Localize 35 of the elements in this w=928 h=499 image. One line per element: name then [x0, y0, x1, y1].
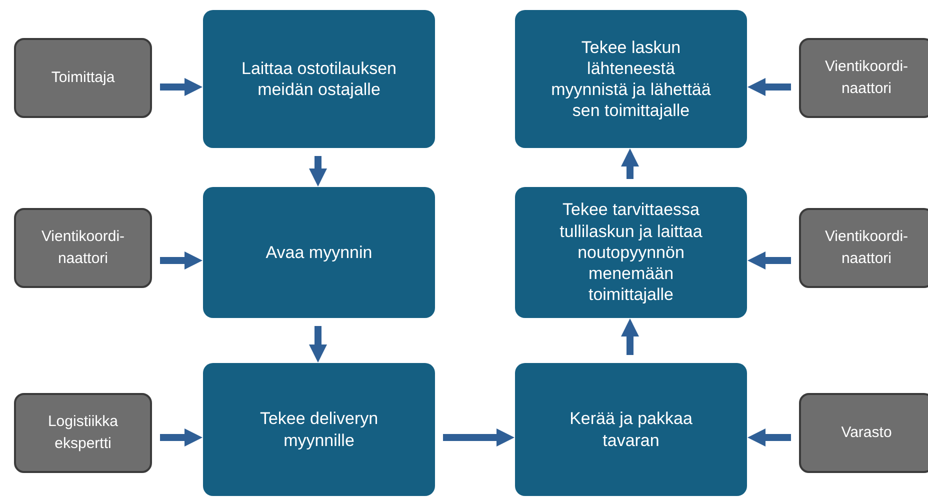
- process-box: [203, 187, 435, 318]
- arrow: [620, 318, 640, 355]
- arrow: [160, 78, 203, 96]
- role-label: Vientikoordi- naattori: [824, 57, 910, 99]
- arrow: [443, 428, 515, 447]
- process-box: [515, 187, 747, 318]
- step-text: Kerää ja pakkaa tavaran: [568, 408, 694, 451]
- role-label: Varasto: [841, 423, 892, 444]
- arrow: [747, 428, 791, 447]
- arrow: [620, 148, 640, 179]
- process-box: [203, 363, 435, 496]
- arrow: [747, 78, 791, 96]
- role-box: [14, 393, 152, 473]
- step-text: Avaa myynnin: [266, 242, 372, 264]
- role-box: [14, 38, 152, 118]
- arrow: [747, 251, 791, 270]
- role-box: [799, 38, 928, 118]
- step-text: Tekee laskun lähteneestä myynnistä ja lähettää sen toimittajalle: [550, 36, 712, 122]
- role-box: [14, 208, 152, 288]
- role-label: Vientikoordi- naattori: [824, 227, 910, 269]
- arrow: [308, 156, 328, 187]
- process-box: [203, 10, 435, 148]
- process-box: [515, 363, 747, 496]
- role-box: [799, 393, 928, 473]
- arrow: [308, 326, 328, 363]
- process-box: [515, 10, 747, 148]
- step-text: Laittaa ostotilauksen meidän ostajalle: [240, 58, 398, 100]
- role-label: Logistiikka ekspertti: [46, 412, 120, 454]
- role-box: [799, 208, 928, 288]
- role-label: Toimittaja: [51, 68, 115, 88]
- step-text: Tekee deliveryn myynnille: [258, 408, 380, 451]
- arrow: [160, 251, 203, 270]
- role-label: Vientikoordi- naattori: [40, 227, 126, 269]
- step-text: Tekee tarvittaessa tullilaskun ja laittaa noutopyynnön menemään toimittajalle: [558, 199, 704, 306]
- arrow: [160, 428, 203, 447]
